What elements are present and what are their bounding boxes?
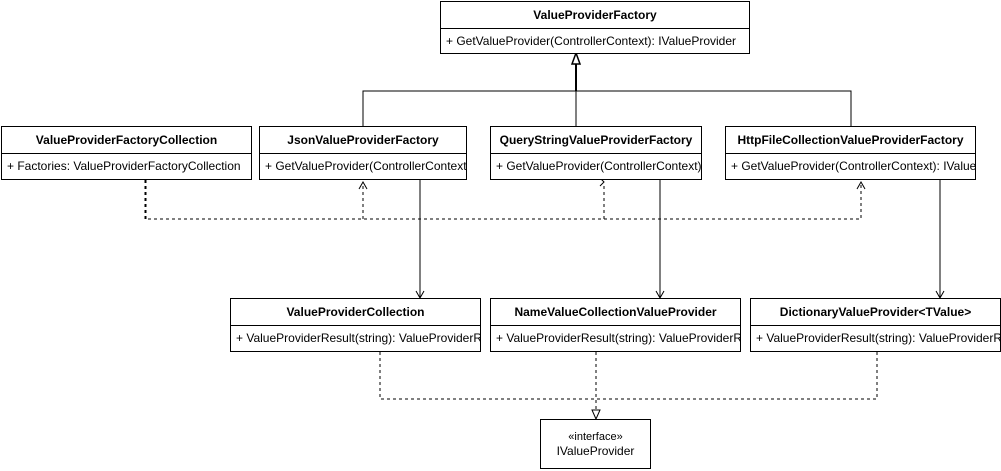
class-member: + ValueProviderResult(string): ValueProv… <box>496 331 740 345</box>
value-provider-factory-class[interactable]: ValueProviderFactory + GetValueProvider(… <box>440 1 750 54</box>
dictionary-value-provider-class[interactable]: DictionaryValueProvider<TValue> + ValueP… <box>750 298 1001 352</box>
class-name: QueryStringValueProviderFactory <box>491 127 701 154</box>
class-name: ValueProviderCollection <box>231 299 480 326</box>
class-member: + GetValueProvider(ControllerContext): I… <box>731 159 975 173</box>
value-provider-collection-class[interactable]: ValueProviderCollection + ValueProviderR… <box>230 298 481 352</box>
dependency-lines-factories <box>144 180 862 220</box>
query-string-value-provider-factory-class[interactable]: QueryStringValueProviderFactory + GetVal… <box>490 126 702 180</box>
class-member: + GetValueProvider(ControllerContext): I… <box>446 34 737 48</box>
interface-name: IValueProvider <box>556 444 635 458</box>
inheritance-arrowhead <box>570 50 582 65</box>
class-name: ValueProviderFactory <box>441 2 749 29</box>
realization-arrowhead <box>591 409 601 421</box>
class-member: + Factories: ValueProviderFactoryCollect… <box>7 159 241 173</box>
value-provider-factory-collection-class[interactable]: ValueProviderFactoryCollection + Factori… <box>1 126 252 180</box>
json-value-provider-factory-class[interactable]: JsonValueProviderFactory + GetValueProvi… <box>259 126 467 180</box>
ivalueprovider-interface[interactable]: «interface» IValueProvider <box>540 419 651 469</box>
class-member: + GetValueProvider(ControllerContext): I… <box>265 159 466 173</box>
class-name: NameValueCollectionValueProvider <box>491 299 740 326</box>
inheritance-lines <box>362 64 852 126</box>
class-member: + ValueProviderResult(string): ValueProv… <box>756 331 1000 345</box>
class-name: HttpFileCollectionValueProviderFactory <box>726 127 975 154</box>
class-member: + ValueProviderResult(string): ValueProv… <box>236 331 480 345</box>
realization-lines <box>379 352 878 410</box>
class-name: JsonValueProviderFactory <box>260 127 466 154</box>
class-name: ValueProviderFactoryCollection <box>2 127 251 154</box>
class-member: + GetValueProvider(ControllerContext): I… <box>496 159 701 173</box>
association-lines <box>415 180 945 300</box>
http-file-collection-value-provider-factory-class[interactable]: HttpFileCollectionValueProviderFactory +… <box>725 126 976 180</box>
class-name: DictionaryValueProvider<TValue> <box>751 299 1000 326</box>
name-value-collection-value-provider-class[interactable]: NameValueCollectionValueProvider + Value… <box>490 298 741 352</box>
interface-stereotype: «interface» <box>568 431 623 443</box>
